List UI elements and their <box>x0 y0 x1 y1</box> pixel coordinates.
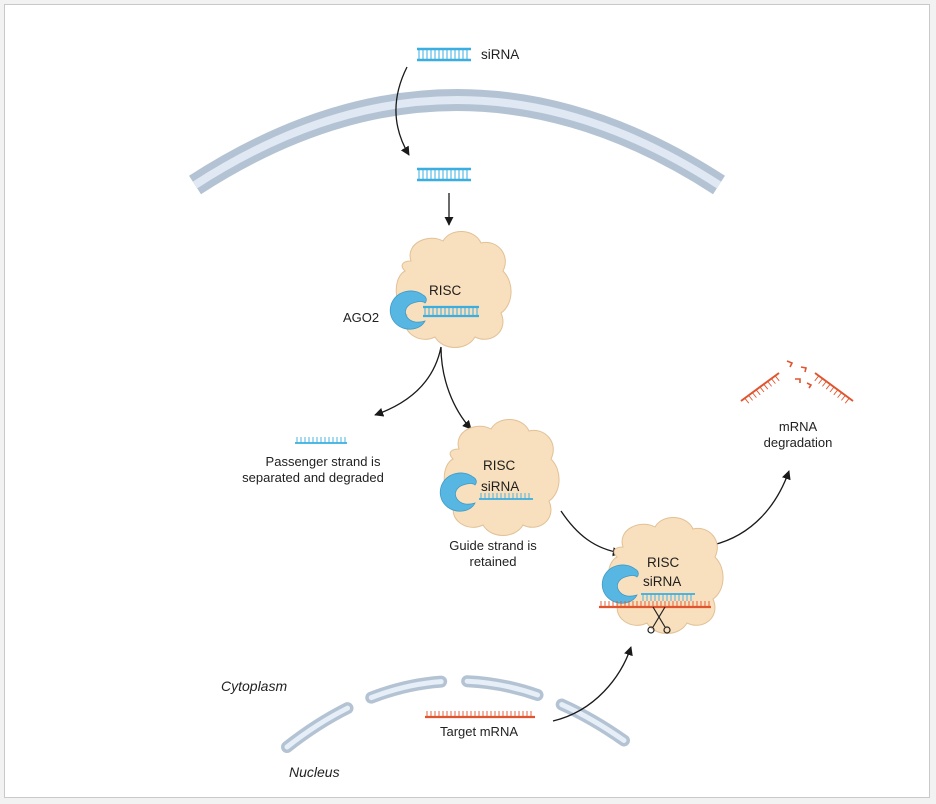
risc-label-1: RISC <box>429 283 462 298</box>
diagram-frame: siRNA RISC AGO2 Passenger strand is sepa… <box>4 4 930 798</box>
risc-label-3: RISC <box>647 555 680 570</box>
arrow-mrna-export <box>552 646 633 722</box>
target-mrna <box>425 711 535 719</box>
ago2-label: AGO2 <box>343 310 379 325</box>
sirna-duplex-intracellular <box>417 167 471 182</box>
arrow-entry <box>395 66 410 156</box>
rnai-diagram: siRNA RISC AGO2 Passenger strand is sepa… <box>189 47 854 780</box>
nuclear-envelope <box>281 675 639 753</box>
guide-label-line2: retained <box>470 554 517 569</box>
mrna-debris <box>786 360 813 389</box>
degradation-label-line2: degradation <box>764 435 833 450</box>
sirna-label-top: siRNA <box>481 47 519 62</box>
degradation-label-line1: mRNA <box>779 419 818 434</box>
guide-label-line1: Guide strand is <box>449 538 537 553</box>
arrow-to-target-complex <box>560 510 622 557</box>
arrow-to-degradation <box>712 470 791 546</box>
sirna-label-2: siRNA <box>481 479 519 494</box>
target-mrna-label: Target mRNA <box>440 724 518 739</box>
guide-strand <box>479 493 533 500</box>
passenger-label-line2: separated and degraded <box>242 470 384 485</box>
scissors-icon <box>647 606 671 634</box>
arrow-to-guide <box>440 346 472 430</box>
guide-strand-bound <box>641 593 695 601</box>
passenger-label-line1: Passenger strand is <box>266 454 381 469</box>
risc-label-2: RISC <box>483 458 516 473</box>
arrow-to-passenger <box>374 346 442 417</box>
mrna-fragment-right <box>814 372 854 404</box>
nucleus-label: Nucleus <box>289 764 340 780</box>
mrna-fragment-left <box>740 372 780 404</box>
sirna-duplex-extracellular <box>417 47 471 62</box>
target-mrna-bound <box>599 601 711 609</box>
cell-membrane <box>189 89 725 195</box>
cytoplasm-label: Cytoplasm <box>221 678 287 694</box>
sirna-label-3: siRNA <box>643 574 681 589</box>
sirna-duplex-loaded <box>423 305 479 318</box>
passenger-strand <box>295 437 347 444</box>
